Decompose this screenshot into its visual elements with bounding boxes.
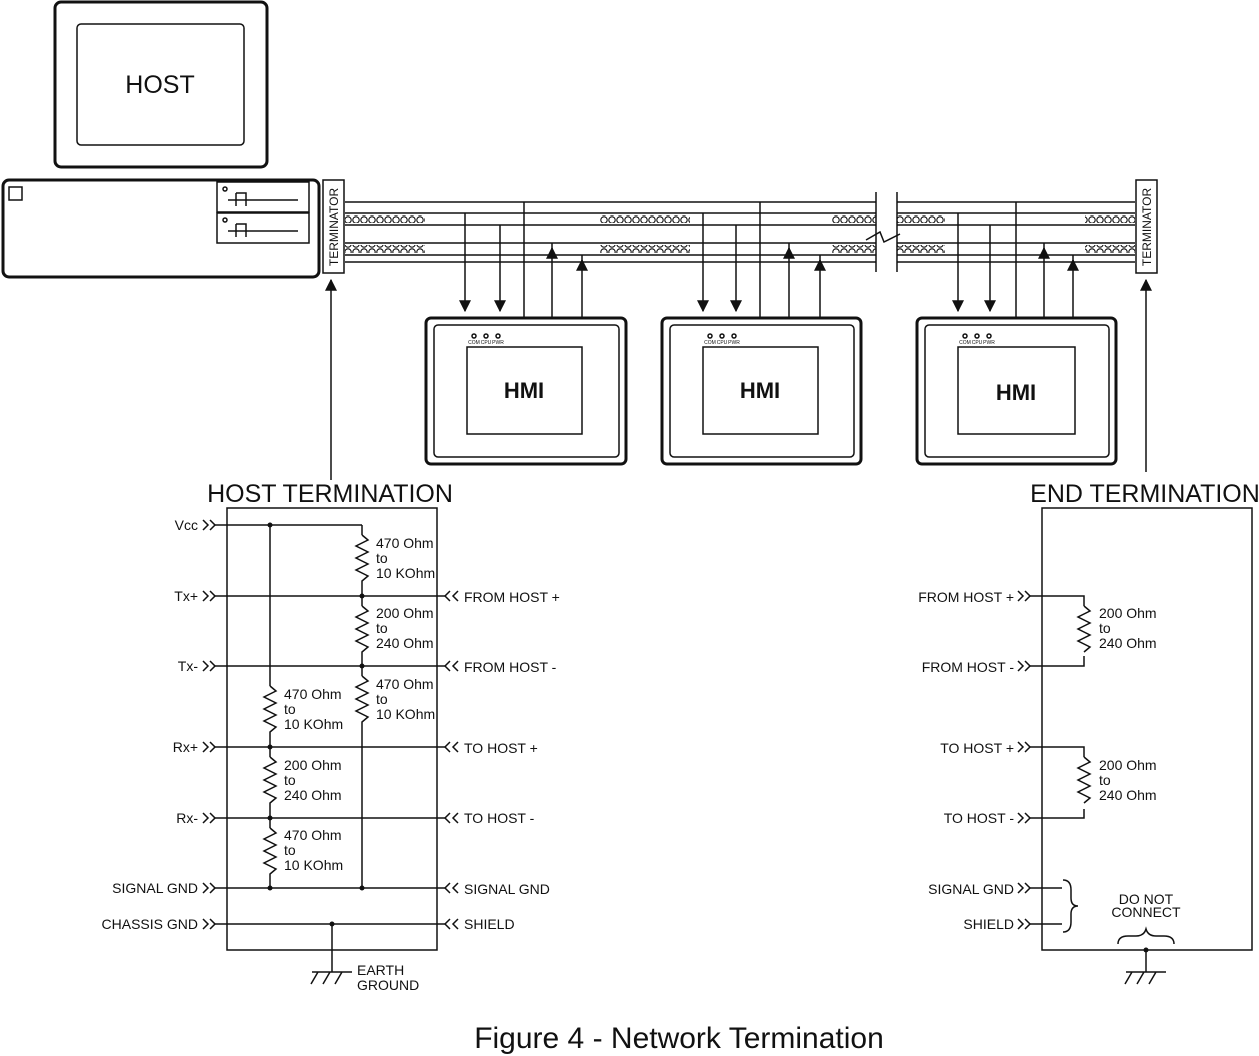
pin-label: TO HOST + [940,740,1014,756]
svg-text:to: to [1099,772,1111,788]
svg-text:to: to [284,701,296,717]
led-label: PWR [728,340,740,346]
pin-label: FROM HOST - [922,659,1015,675]
pin-label: FROM HOST + [464,589,560,605]
resistor-label: 200 Ohm to 240 Ohm [1099,757,1157,803]
pin-label: TO HOST - [944,810,1015,826]
host-computer: HOST [1,0,321,279]
hmi-label: HMI [504,378,544,403]
svg-text:240 Ohm: 240 Ohm [284,787,342,803]
do-not-connect-label: DO NOT [1119,891,1174,907]
pin-label: TO HOST + [464,740,538,756]
svg-text:470 Ohm: 470 Ohm [376,535,434,551]
led-label: CPU [481,340,492,346]
svg-text:200 Ohm: 200 Ohm [1099,757,1157,773]
svg-text:470 Ohm: 470 Ohm [284,827,342,843]
hmi-unit-3: COM CPU PWR HMI [915,316,1118,466]
hmi-screen [466,346,583,435]
resistor-label: 470 Ohm to 10 KOhm [376,535,435,581]
end-terminator: TERMINATOR [1135,179,1158,274]
end-terminator-label: TERMINATOR [1140,188,1154,267]
led-label: COM [959,340,971,346]
end-termination-pins: FROM HOST + FROM HOST - TO HOST + TO HOS… [918,589,1014,932]
svg-text:to: to [376,550,388,566]
resistor-label: 200 Ohm to 240 Ohm [1099,605,1157,651]
svg-text:200 Ohm: 200 Ohm [376,605,434,621]
svg-text:to: to [284,772,296,788]
resistor-label: 470 Ohm to 10 KOhm [284,827,343,873]
floppy-drive-2 [216,212,310,244]
earth-ground-label: GROUND [357,977,419,993]
host-termination-title: HOST TERMINATION [207,480,453,508]
svg-text:10 KOhm: 10 KOhm [284,857,343,873]
svg-text:240 Ohm: 240 Ohm [376,635,434,651]
pin-label: SHIELD [464,916,515,932]
resistor-label: 470 Ohm to 10 KOhm [284,686,343,732]
end-termination: END TERMINATION FROM HOST + FROM HOST - … [918,480,1259,985]
led-label: PWR [983,340,995,346]
svg-text:240 Ohm: 240 Ohm [1099,635,1157,651]
resistor-label: 200 Ohm to 240 Ohm [376,605,434,651]
svg-text:to: to [284,842,296,858]
svg-text:to: to [376,620,388,636]
pin-label: Tx+ [174,588,198,604]
figure-caption: Figure 4 - Network Termination [474,1022,884,1055]
end-termination-title: END TERMINATION [1030,480,1259,508]
hmi-drops [459,202,1079,318]
host-termination: HOST TERMINATION Vcc Tx+ Tx- Rx+ Rx- SIG… [102,480,560,993]
pin-label: FROM HOST + [918,589,1014,605]
svg-text:470 Ohm: 470 Ohm [284,686,342,702]
host-power-button [8,186,23,201]
pin-label: SIGNAL GND [464,881,550,897]
svg-text:to: to [1099,620,1111,636]
end-termination-box [1041,507,1253,951]
pin-label: Rx- [176,810,198,826]
host-monitor [53,0,269,169]
host-screen [76,23,245,146]
pin-label: Rx+ [173,739,198,755]
host-terminator: TERMINATOR [322,179,345,274]
hmi-label: HMI [996,380,1036,405]
hmi-label: HMI [740,378,780,403]
host-terminator-label: TERMINATOR [327,188,341,267]
hmi-screen [957,346,1076,435]
svg-text:10 KOhm: 10 KOhm [376,706,435,722]
led-label: CPU [972,340,983,346]
do-not-connect-label: CONNECT [1111,904,1181,920]
resistor-label: 200 Ohm to 240 Ohm [284,757,342,803]
svg-text:240 Ohm: 240 Ohm [1099,787,1157,803]
pin-label: Tx- [178,658,199,674]
led-label: COM [468,340,480,346]
hmi-unit-2: COM CPU PWR HMI [660,316,863,466]
pin-label: CHASSIS GND [102,916,198,932]
resistor-label: 470 Ohm to 10 KOhm [376,676,435,722]
earth-ground-label: EARTH [357,962,404,978]
hmi-unit-1: COM CPU PWR HMI [424,316,628,466]
pin-label: TO HOST - [464,810,535,826]
pin-label: SIGNAL GND [928,881,1014,897]
svg-text:to: to [376,691,388,707]
pin-label: SIGNAL GND [112,880,198,896]
svg-text:10 KOhm: 10 KOhm [284,716,343,732]
svg-text:200 Ohm: 200 Ohm [1099,605,1157,621]
led-label: CPU [717,340,728,346]
led-label: COM [704,340,716,346]
pin-label: FROM HOST - [464,659,557,675]
host-termination-right-pins: FROM HOST + FROM HOST - TO HOST + TO HOS… [464,589,560,932]
svg-text:470 Ohm: 470 Ohm [376,676,434,692]
svg-text:200 Ohm: 200 Ohm [284,757,342,773]
host-label: HOST [125,71,194,99]
host-termination-left-pins: Vcc Tx+ Tx- Rx+ Rx- SIGNAL GND CHASSIS G… [102,517,199,932]
pin-label: Vcc [175,517,198,533]
floppy-drive-1 [216,181,310,213]
led-label: PWR [492,340,504,346]
svg-text:10 KOhm: 10 KOhm [376,565,435,581]
host-cpu-case [1,178,321,279]
pin-label: SHIELD [963,916,1014,932]
hmi-screen [702,346,819,435]
